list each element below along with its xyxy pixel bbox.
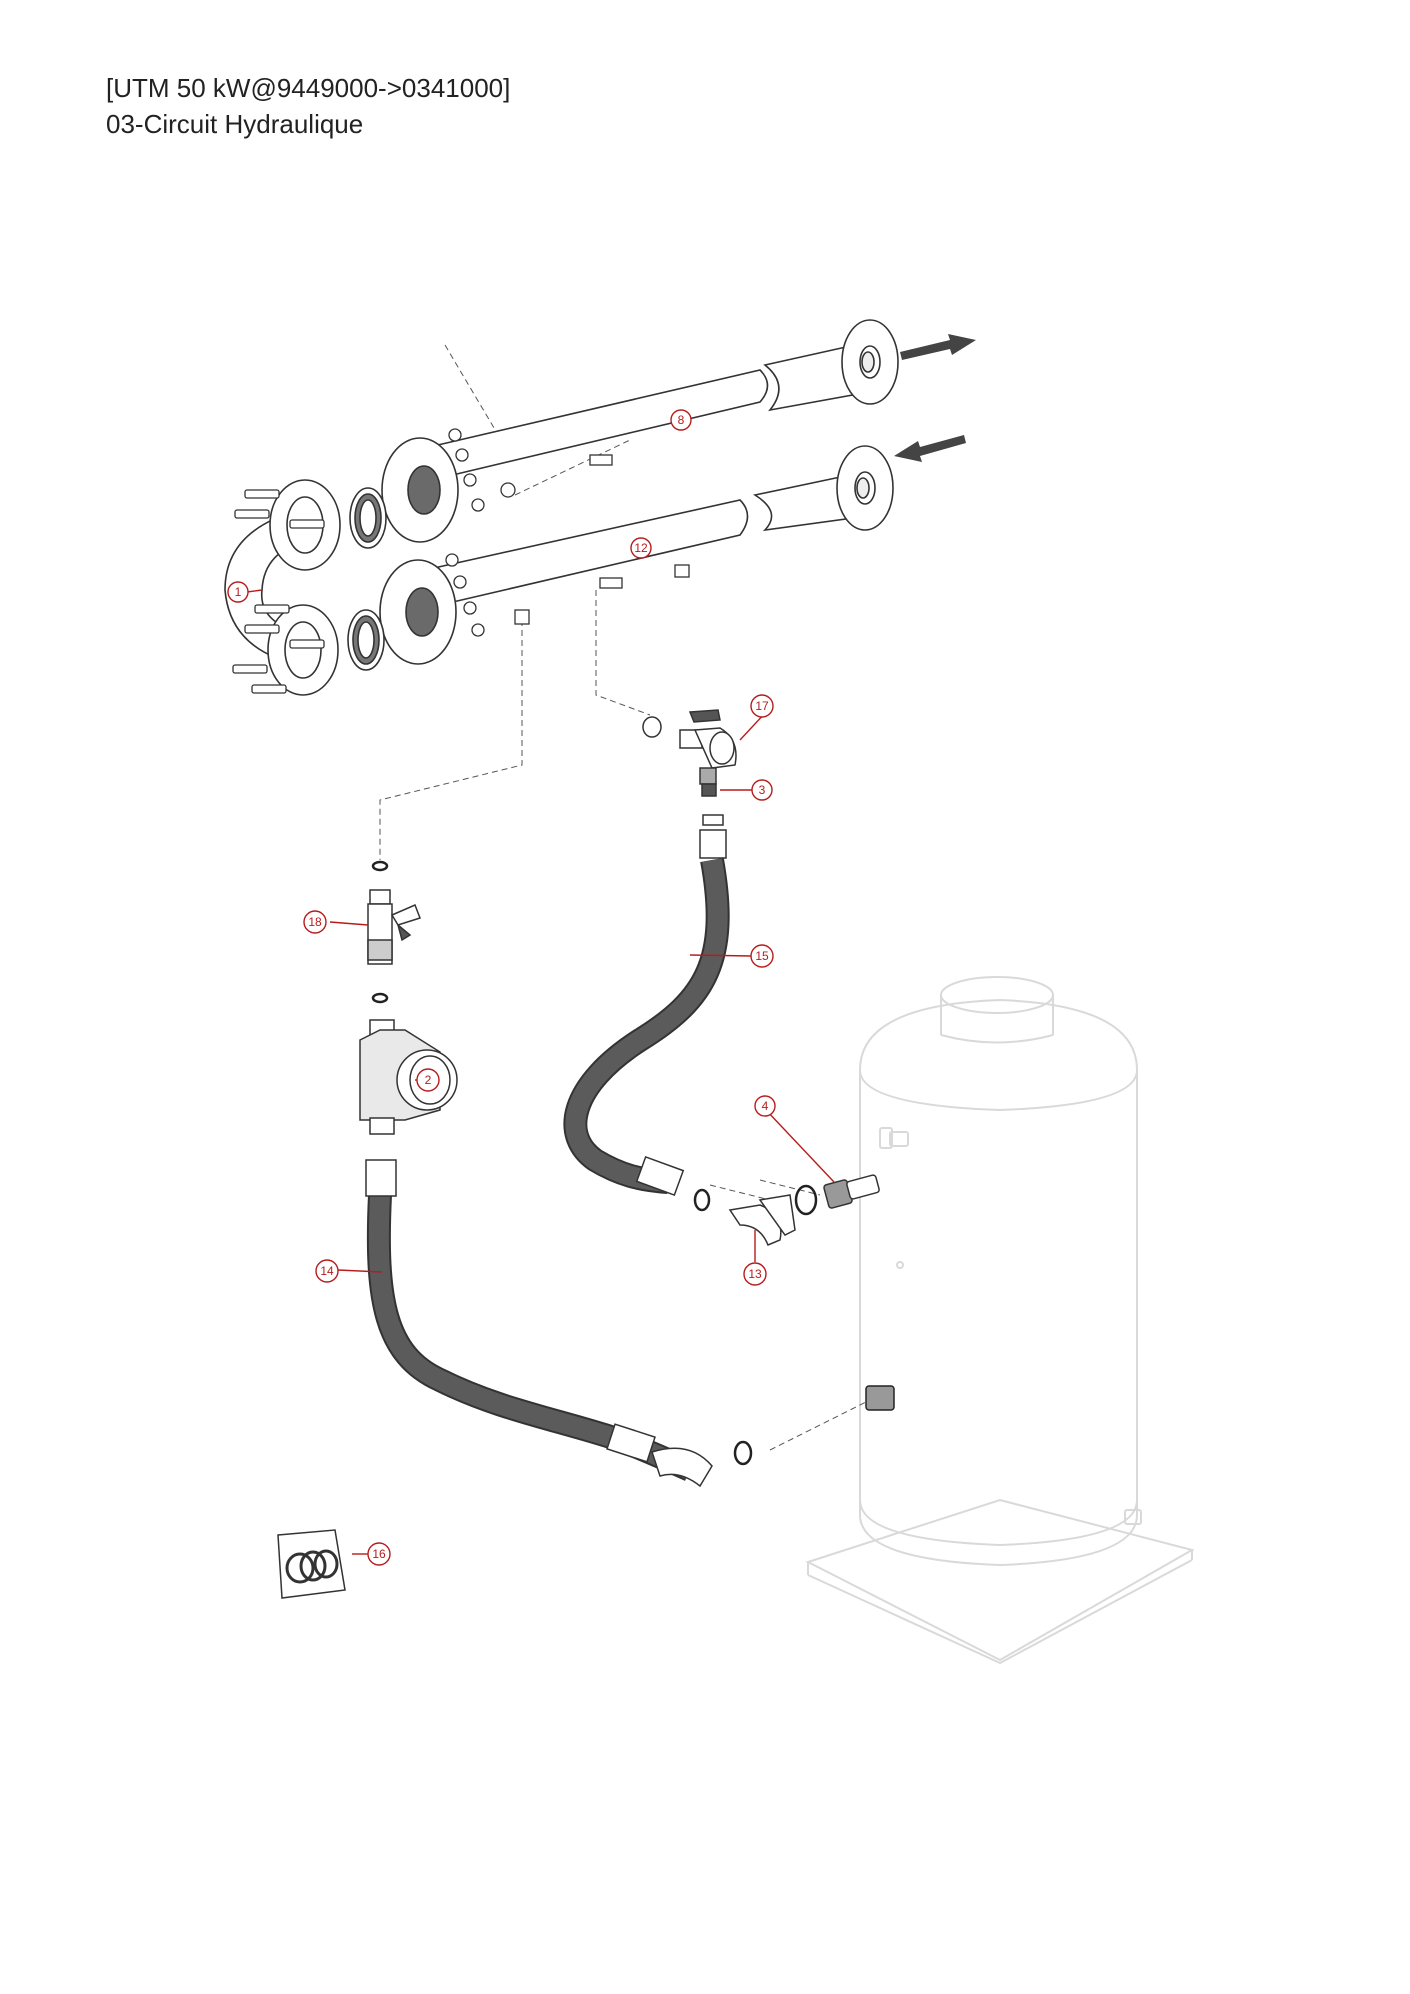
circulator-pump-2: [359, 1019, 458, 1135]
arrow-out-icon: [900, 334, 976, 360]
callout-4: 4: [754, 1095, 776, 1117]
callout-2-label: 2: [425, 1073, 432, 1087]
callout-12-label: 12: [634, 541, 648, 555]
callout-12: 12: [630, 537, 652, 559]
callouts: 1 2 3 4 8 12 13 14 15 16 17 18: [227, 409, 776, 1566]
bolts: [232, 428, 516, 694]
callout-1-label: 1: [235, 585, 242, 599]
flange-lower-left: [347, 559, 457, 671]
pipe-upper: [423, 319, 899, 479]
ball-valve-17: [642, 709, 737, 797]
callout-14: 14: [315, 1259, 339, 1283]
callout-4-label: 4: [762, 1099, 769, 1113]
connection-lines: [379, 344, 871, 1451]
seal-kit-16: [277, 1529, 346, 1599]
callout-16: 16: [367, 1542, 391, 1566]
elbow-13: [728, 1194, 796, 1246]
flange-upper-left: [349, 437, 459, 549]
callout-17-label: 17: [755, 699, 769, 713]
storage-tank-ghost: [805, 976, 1195, 1665]
callout-15: 15: [750, 944, 774, 968]
callout-8: 8: [670, 409, 692, 431]
callout-15-label: 15: [755, 949, 769, 963]
callout-3-label: 3: [759, 783, 766, 797]
callout-16-label: 16: [372, 1547, 386, 1561]
callout-14-label: 14: [320, 1264, 334, 1278]
callout-1: 1: [227, 581, 249, 603]
callout-8-label: 8: [678, 413, 685, 427]
callout-13: 13: [743, 1262, 767, 1286]
callout-17: 17: [750, 694, 774, 718]
callout-2: 2: [416, 1068, 440, 1092]
arrow-in-icon: [894, 435, 966, 462]
fitting-4: [823, 1174, 880, 1209]
ball-valve-18: [367, 889, 421, 965]
pipe-brackets: [514, 454, 690, 625]
callout-3: 3: [751, 779, 773, 801]
section-title: 03-Circuit Hydraulique: [106, 109, 364, 139]
callout-18-label: 18: [308, 915, 322, 929]
model-line: [UTM 50 kW@9449000->0341000]: [106, 73, 511, 103]
hose-15: [563, 814, 730, 1197]
header: [UTM 50 kW@9449000->0341000] 03-Circuit …: [106, 70, 510, 142]
pipe-lower: [423, 445, 894, 606]
callout-18: 18: [303, 910, 327, 934]
tank-socket: [865, 1385, 895, 1411]
callout-13-label: 13: [748, 1267, 762, 1281]
hose-14: [365, 1159, 713, 1488]
